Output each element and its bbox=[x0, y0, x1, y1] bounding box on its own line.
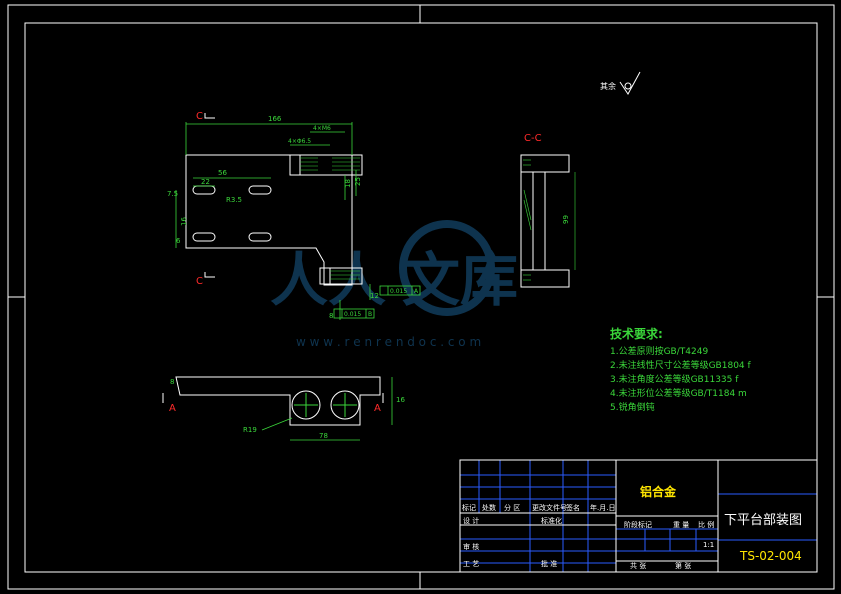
drawing-number: TS-02-004 bbox=[739, 549, 802, 563]
section-a-left: A bbox=[169, 403, 176, 414]
tech-item-4: 4.未注形位公差等级GB/T1184 m bbox=[610, 387, 747, 399]
dim-right-small2: 8 bbox=[329, 312, 333, 320]
design-label: 设 计 bbox=[463, 516, 479, 525]
tolerance-frames bbox=[333, 285, 421, 319]
section-cc-view: C-C 99 bbox=[520, 133, 576, 288]
section-a-markers: A A bbox=[169, 403, 381, 414]
sheet-label: 第 张 bbox=[675, 561, 691, 570]
hdr-signature: 签名 bbox=[566, 503, 580, 512]
tech-item-3: 3.未注角度公差等级GB11335 f bbox=[610, 373, 739, 385]
stage-label: 阶段标记 bbox=[624, 520, 652, 529]
material-text: 铝合金 bbox=[640, 484, 677, 499]
tech-item-1: 1.公差原则按GB/T4249 bbox=[610, 345, 708, 357]
weight-label: 重 量 bbox=[673, 521, 689, 529]
watermark: 人人 文库 w w w . r e n r e n d o c . c o m bbox=[270, 220, 518, 349]
hdr-change-doc: 更改文件号 bbox=[532, 503, 567, 512]
dim-right-small1: 12 bbox=[370, 292, 379, 300]
surface-finish-symbol: 其余 bbox=[600, 71, 641, 95]
sheet-total-label: 共 张 bbox=[630, 561, 646, 570]
section-c-arrows bbox=[204, 113, 215, 278]
section-c-markers: C C bbox=[196, 111, 203, 287]
bottom-view bbox=[175, 376, 381, 426]
dims-bottom bbox=[261, 377, 393, 441]
finish-label: 其余 bbox=[600, 81, 616, 91]
tech-item-5: 5.锐角倒钝 bbox=[610, 401, 655, 413]
section-c-bottom: C bbox=[196, 276, 203, 287]
scale-label: 比 例 bbox=[698, 520, 714, 529]
dims-main bbox=[175, 122, 371, 320]
bottom-height: 16 bbox=[396, 396, 405, 404]
cc-height-label: 99 bbox=[562, 215, 570, 224]
hdr-mark: 标记 bbox=[462, 503, 476, 512]
outer-frame bbox=[7, 4, 835, 590]
dim-height-small: 16 bbox=[180, 217, 188, 226]
main-view-blocks bbox=[289, 154, 363, 285]
tol-parallel-datum: A bbox=[414, 288, 419, 295]
section-c-top: C bbox=[196, 111, 203, 122]
title-block: 标记 处数 分 区 更改文件号 签名 年.月.日 设 计 标准化 审 核 工 艺… bbox=[459, 459, 818, 573]
bottom-arc-radius: R19 bbox=[243, 426, 257, 434]
bottom-width: 78 bbox=[319, 432, 328, 440]
dim-slot-width: R3.5 bbox=[226, 196, 242, 204]
dim-right-h2: 25 bbox=[354, 177, 362, 186]
review-label: 审 核 bbox=[463, 542, 479, 551]
dim-slot-offset: 22 bbox=[201, 178, 210, 186]
section-a-right: A bbox=[374, 403, 381, 414]
section-a-arrows bbox=[162, 393, 384, 403]
hdr-zone: 分 区 bbox=[504, 503, 520, 512]
scale-value: 1:1 bbox=[703, 541, 714, 549]
dim-labels-main: 166 56 22 7.5 R3.5 16 6 4×M6 4×Φ6.5 18 2… bbox=[167, 115, 379, 320]
main-view bbox=[185, 154, 353, 286]
hatching-main bbox=[300, 157, 360, 280]
tol-flat-datum: B bbox=[368, 311, 372, 318]
watermark-left: 人人 bbox=[270, 246, 386, 314]
section-cc-title: C-C bbox=[524, 133, 542, 144]
dim-right-h1: 18 bbox=[344, 179, 352, 188]
bottom-thickness: 8 bbox=[170, 378, 174, 386]
dim-slot-pitch: 56 bbox=[218, 169, 227, 177]
tech-title: 技术要求: bbox=[610, 326, 663, 341]
watermark-right: 文库 bbox=[402, 246, 518, 314]
tech-item-2: 2.未注线性尺寸公差等级GB1804 f bbox=[610, 359, 752, 371]
hdr-count: 处数 bbox=[482, 503, 496, 512]
drawing-name: 下平台部装图 bbox=[724, 513, 802, 528]
approve-label: 批 准 bbox=[541, 559, 557, 568]
process-label: 工 艺 bbox=[463, 560, 479, 568]
dim-overall-width: 166 bbox=[268, 115, 282, 123]
tol-flat-value: 0.015 bbox=[344, 311, 361, 318]
dim-depth: 4×Φ6.5 bbox=[288, 138, 311, 145]
standardize-label: 标准化 bbox=[541, 516, 562, 525]
dim-side: 6 bbox=[176, 237, 181, 245]
dim-left-offset: 7.5 bbox=[167, 190, 178, 198]
watermark-url: w w w . r e n r e n d o c . c o m bbox=[296, 335, 481, 349]
hdr-date: 年.月.日 bbox=[590, 503, 615, 512]
tech-requirements: 技术要求: 1.公差原则按GB/T4249 2.未注线性尺寸公差等级GB1804… bbox=[610, 326, 752, 413]
dim-bracket: 4×M6 bbox=[313, 125, 331, 132]
tol-parallel-value: 0.015 bbox=[390, 288, 407, 295]
